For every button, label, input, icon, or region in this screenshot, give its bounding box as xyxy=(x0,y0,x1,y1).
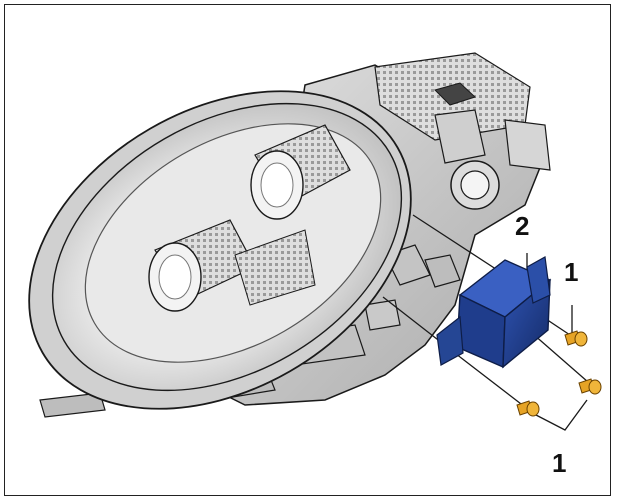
projector-modules xyxy=(148,124,351,312)
screw-bottom xyxy=(516,400,540,417)
screw-top xyxy=(564,330,588,347)
callout-screw-top: 1 xyxy=(564,257,579,287)
callout-module: 2 xyxy=(515,211,530,241)
control-module xyxy=(436,256,552,369)
headlight-exploded-illustration xyxy=(28,52,602,431)
callout-screws-bottom: 1 xyxy=(552,448,567,478)
screw-right xyxy=(578,378,602,395)
diagram-frame: 2 1 1 xyxy=(4,4,611,496)
